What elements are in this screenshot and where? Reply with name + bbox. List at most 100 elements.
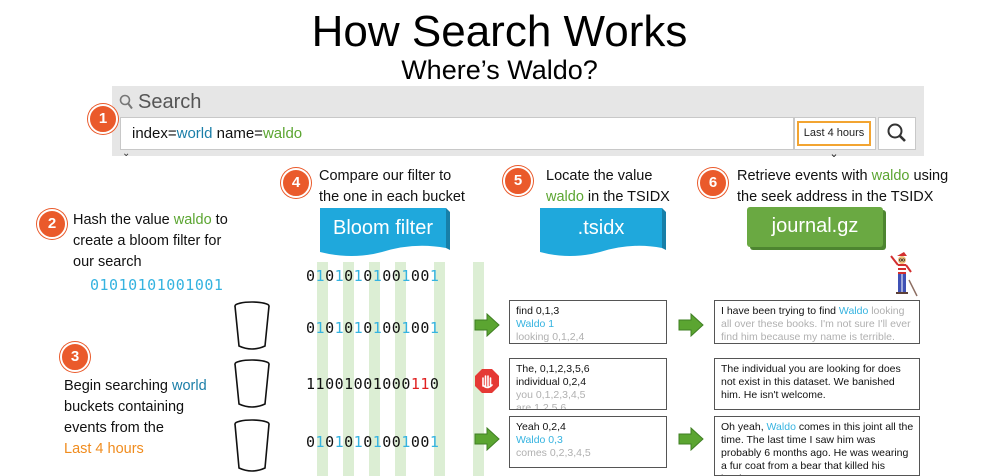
- tsidx-box: Yeah 0,2,4 Waldo 0,3 comes 0,2,3,4,5: [509, 416, 667, 468]
- bloom-bit: 0: [420, 319, 430, 337]
- bloom-bit: 1: [372, 319, 383, 337]
- step-badge-5: 5: [503, 166, 533, 196]
- bloom-bit: 1: [306, 375, 316, 393]
- step-5-text: Locate the value waldo in the TSIDX: [546, 168, 670, 205]
- bloom-bit: 0: [325, 319, 335, 337]
- bloom-bit: 0: [420, 267, 430, 285]
- bloom-bit: 1: [334, 433, 345, 451]
- chevron-down-icon: ⌄: [829, 148, 839, 160]
- bloom-bit-row: 01010101001001: [306, 433, 439, 451]
- journal-label: journal.gz: [771, 215, 859, 237]
- bit-column-highlight: [473, 262, 484, 476]
- tsidx-label: .tsidx: [577, 217, 625, 239]
- step-badge-1: 1: [88, 104, 118, 134]
- bloom-bit: 0: [391, 433, 402, 451]
- search-input[interactable]: index=world name=waldo: [120, 117, 794, 150]
- arrow-right-icon: [474, 427, 500, 451]
- bloom-bit: 0: [410, 319, 421, 337]
- step-2-text: Hash the value waldo to create a bloom f…: [73, 212, 228, 270]
- bloom-bit: 0: [306, 267, 316, 285]
- bloom-bit: 0: [429, 375, 440, 393]
- page-title: How Search Works: [311, 7, 688, 56]
- bloom-bit: 0: [410, 433, 421, 451]
- search-label: Search: [138, 91, 202, 113]
- search-button[interactable]: [878, 117, 916, 150]
- bloom-bit: 0: [401, 375, 411, 393]
- bloom-bit: 0: [334, 375, 345, 393]
- journal-event-box: The individual you are looking for does …: [714, 358, 920, 410]
- tsidx-banner: [540, 208, 666, 256]
- step-badge-4: 4: [281, 168, 311, 198]
- step-3-text: Begin searching world buckets containing…: [64, 378, 207, 457]
- bloom-bit: 0: [353, 375, 364, 393]
- bloom-bit: 1: [334, 267, 345, 285]
- bloom-bit: 1: [372, 375, 383, 393]
- bloom-bit: 1: [315, 433, 326, 451]
- bucket-icon: [234, 301, 270, 350]
- bloom-bit: 1: [353, 267, 364, 285]
- bloom-bit: 0: [325, 375, 335, 393]
- bloom-bit: 0: [363, 319, 373, 337]
- bloom-bit: 1: [344, 375, 354, 393]
- query-bloom-bits: 01010101001001: [90, 276, 224, 294]
- journal-event-box: I have been trying to find Waldo looking…: [714, 300, 920, 344]
- bloom-filter-banner: [320, 208, 450, 256]
- bloom-bit: 0: [306, 433, 316, 451]
- bloom-bit: 0: [344, 267, 354, 285]
- bloom-bit: 1: [353, 433, 364, 451]
- bloom-bit: 1: [334, 319, 345, 337]
- page-subtitle: Where’s Waldo?: [401, 55, 598, 85]
- step-badge-6: 6: [698, 168, 728, 198]
- bloom-bit: 0: [382, 375, 392, 393]
- magnifier-icon: [119, 94, 133, 110]
- bloom-bit-row: 01010101001001: [306, 319, 439, 337]
- bit-column-highlight: [395, 262, 406, 476]
- step-badge-3: 3: [60, 342, 90, 372]
- step-4-text: Compare our filter to the one in each bu…: [319, 168, 465, 205]
- bloom-filter-label: Bloom filter: [332, 217, 434, 239]
- bloom-bit: 0: [410, 267, 421, 285]
- bit-column-highlight: [343, 262, 354, 476]
- arrow-right-icon: [678, 427, 704, 451]
- bloom-bit: 0: [391, 319, 402, 337]
- expand-chevron-icon[interactable]: ⌄: [122, 148, 131, 159]
- search-query: index=world name=waldo: [132, 125, 303, 142]
- bloom-bit: 1: [315, 267, 326, 285]
- arrow-right-icon: [678, 313, 704, 337]
- tsidx-box: The, 0,1,2,3,5,6 individual 0,2,4 you 0,…: [509, 358, 667, 410]
- bloom-bit: 0: [344, 319, 354, 337]
- bit-column-highlight: [369, 262, 380, 476]
- bloom-bit: 1: [353, 319, 364, 337]
- step-badge-2: 2: [37, 209, 67, 239]
- bucket-icon: [234, 419, 270, 472]
- time-range-picker[interactable]: Last 4 hours ⌄: [794, 117, 876, 160]
- bloom-bit: 0: [363, 267, 373, 285]
- bloom-bit: 0: [391, 267, 402, 285]
- bucket-icon: [234, 359, 270, 408]
- bloom-bit: 1: [372, 267, 383, 285]
- step-6-text: Retrieve events with waldo using the see…: [737, 168, 949, 205]
- search-icon: [887, 123, 906, 142]
- bloom-bit: 1: [429, 267, 440, 285]
- bloom-bit: 0: [306, 319, 316, 337]
- stop-hand-icon: [475, 369, 499, 393]
- bloom-bit-row: 11001001000110: [306, 375, 439, 393]
- bloom-bit: 0: [363, 433, 373, 451]
- bit-column-highlight: [434, 262, 445, 476]
- bloom-bit: 0: [382, 267, 392, 285]
- journal-event-box: Oh yeah, Waldo comes in this joint all t…: [714, 416, 920, 476]
- arrow-right-icon: [474, 313, 500, 337]
- bloom-bit-row: 01010101001001: [306, 267, 439, 285]
- time-range-label: Last 4 hours ⌄: [797, 121, 871, 160]
- bloom-bit: 0: [363, 375, 373, 393]
- bloom-bit: 0: [391, 375, 402, 393]
- bloom-bit: 1: [315, 319, 326, 337]
- bloom-bit: 0: [382, 433, 392, 451]
- bloom-bit: 0: [420, 433, 430, 451]
- bloom-bit: 1: [429, 433, 440, 451]
- waldo-figure-icon: [890, 252, 918, 297]
- bloom-bit: 1: [429, 319, 440, 337]
- bloom-bit: 1: [401, 319, 411, 337]
- bloom-bit: 1: [372, 433, 383, 451]
- bloom-bit: 1: [401, 433, 411, 451]
